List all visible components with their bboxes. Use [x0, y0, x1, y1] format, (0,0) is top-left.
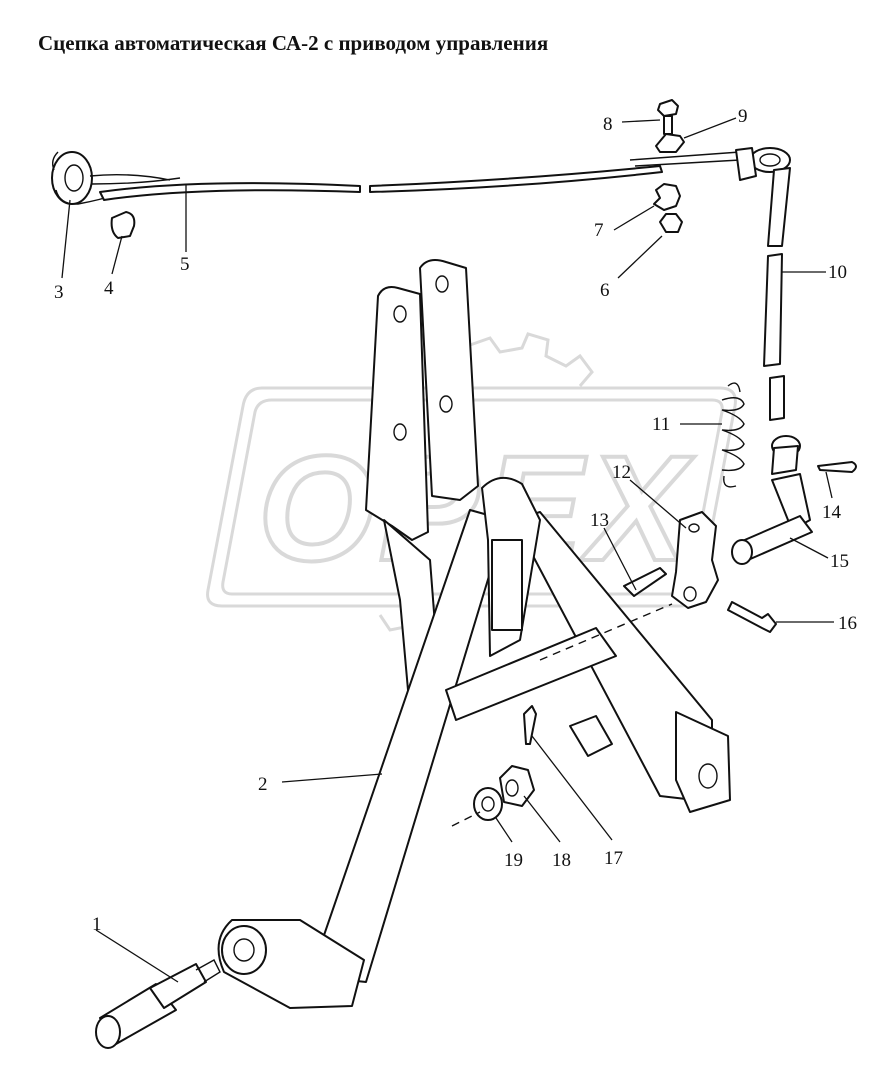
callout-5: 5 [180, 254, 190, 275]
callout-labels: 1 2 3 4 5 6 7 8 9 10 11 12 13 14 15 16 1… [54, 106, 857, 935]
part-12-latch [671, 511, 719, 609]
part-3-eyelet [51, 151, 119, 205]
callout-16: 16 [838, 613, 857, 634]
part-11-spring [721, 382, 745, 488]
callout-13: 13 [590, 510, 609, 531]
part-16-bolt [727, 601, 777, 633]
part-13-pin [623, 567, 667, 597]
callout-11: 11 [652, 414, 670, 435]
callout-18: 18 [552, 850, 571, 871]
callout-2: 2 [258, 774, 268, 795]
callout-17: 17 [604, 848, 623, 869]
leader-lines [61, 117, 834, 983]
part-14-cotter-pin [817, 461, 857, 473]
callout-1: 1 [92, 914, 102, 935]
part-18-castle-nut [499, 765, 535, 807]
callout-9: 9 [738, 106, 748, 127]
callout-12: 12 [612, 462, 631, 483]
callout-3: 3 [54, 282, 64, 303]
part-8-bolt [657, 99, 679, 135]
part-1-pivot-pin [95, 959, 221, 1049]
part-4-clamp [110, 211, 136, 239]
part-5-control-rod [89, 151, 741, 201]
callout-10: 10 [828, 262, 847, 283]
callout-4: 4 [104, 278, 114, 299]
part-9-plate [655, 133, 685, 153]
part-2-frame [217, 259, 731, 1009]
callout-14: 14 [822, 502, 842, 523]
part-19-washer [473, 787, 503, 821]
part-17-cotter-pin [523, 705, 537, 745]
part-7-bracket [653, 183, 681, 211]
part-10-vertical-rod [735, 147, 791, 421]
callout-19: 19 [504, 850, 523, 871]
callout-7: 7 [594, 220, 604, 241]
callout-6: 6 [600, 280, 610, 301]
part-6-nut [659, 213, 683, 233]
diagram-title: Сцепка автоматическая СА-2 с приводом уп… [38, 31, 549, 55]
callout-15: 15 [830, 551, 849, 572]
callout-8: 8 [603, 114, 613, 135]
part-15-crank [731, 435, 813, 565]
